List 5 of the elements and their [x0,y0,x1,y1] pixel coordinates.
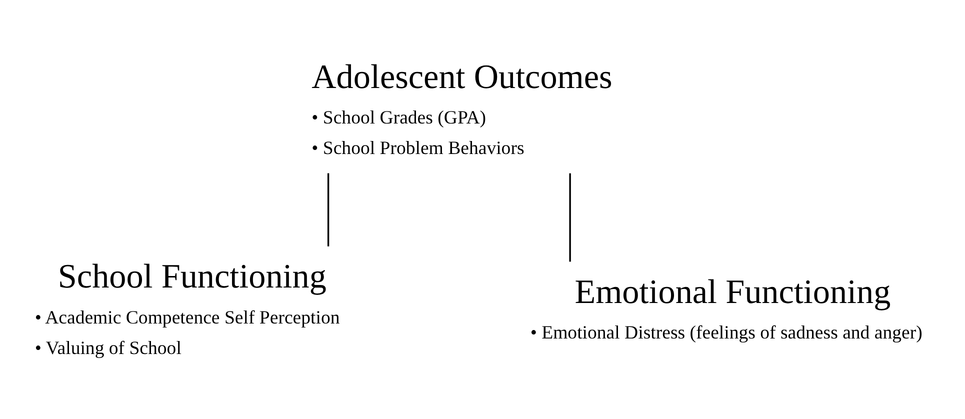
connector [327,172,330,246]
node-text: Adolescent Outcomes • School Grades (GPA) • School Problem Behaviors [312,58,612,159]
node-text: School Functioning • Academic Competence Self Perception • Valuing of School [34,258,340,359]
node-text: Emotional Functioning • Emotional Distress (feelings of sadness and anger) [530,274,922,344]
connector [569,172,571,262]
